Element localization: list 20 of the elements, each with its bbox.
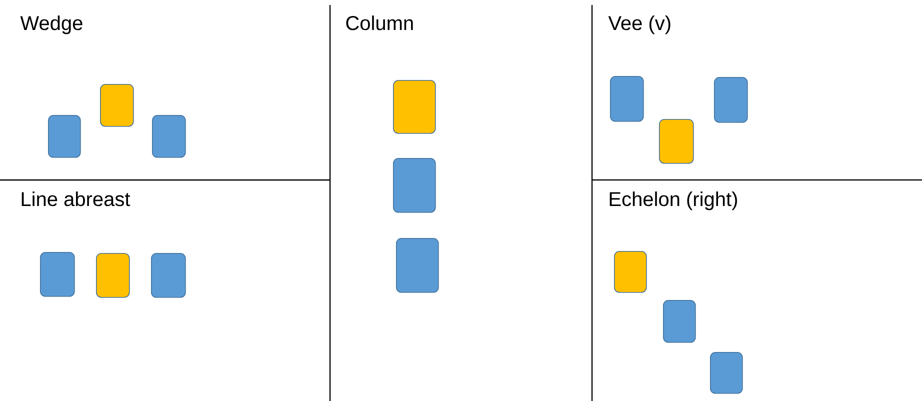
rounded-box — [48, 115, 81, 158]
rounded-box — [659, 119, 694, 164]
rounded-box — [393, 158, 436, 213]
rounded-box — [614, 250, 647, 293]
rounded-box — [393, 80, 436, 134]
rounded-box — [714, 77, 748, 123]
rounded-box — [40, 252, 75, 297]
panel-title: Echelon (right) — [610, 192, 737, 210]
rounded-box — [610, 76, 644, 122]
panel-title: Column — [346, 16, 413, 30]
rounded-box — [663, 300, 696, 343]
rounded-box — [96, 252, 130, 298]
panel-title: Wedge — [20, 16, 82, 34]
panel-title: Line abreast — [22, 192, 130, 206]
rounded-box — [152, 115, 186, 158]
rounded-box — [151, 252, 186, 298]
rounded-box — [100, 84, 134, 127]
rounded-box — [710, 352, 743, 394]
panel-title: Vee (v) — [608, 16, 670, 34]
rounded-box — [396, 238, 439, 293]
